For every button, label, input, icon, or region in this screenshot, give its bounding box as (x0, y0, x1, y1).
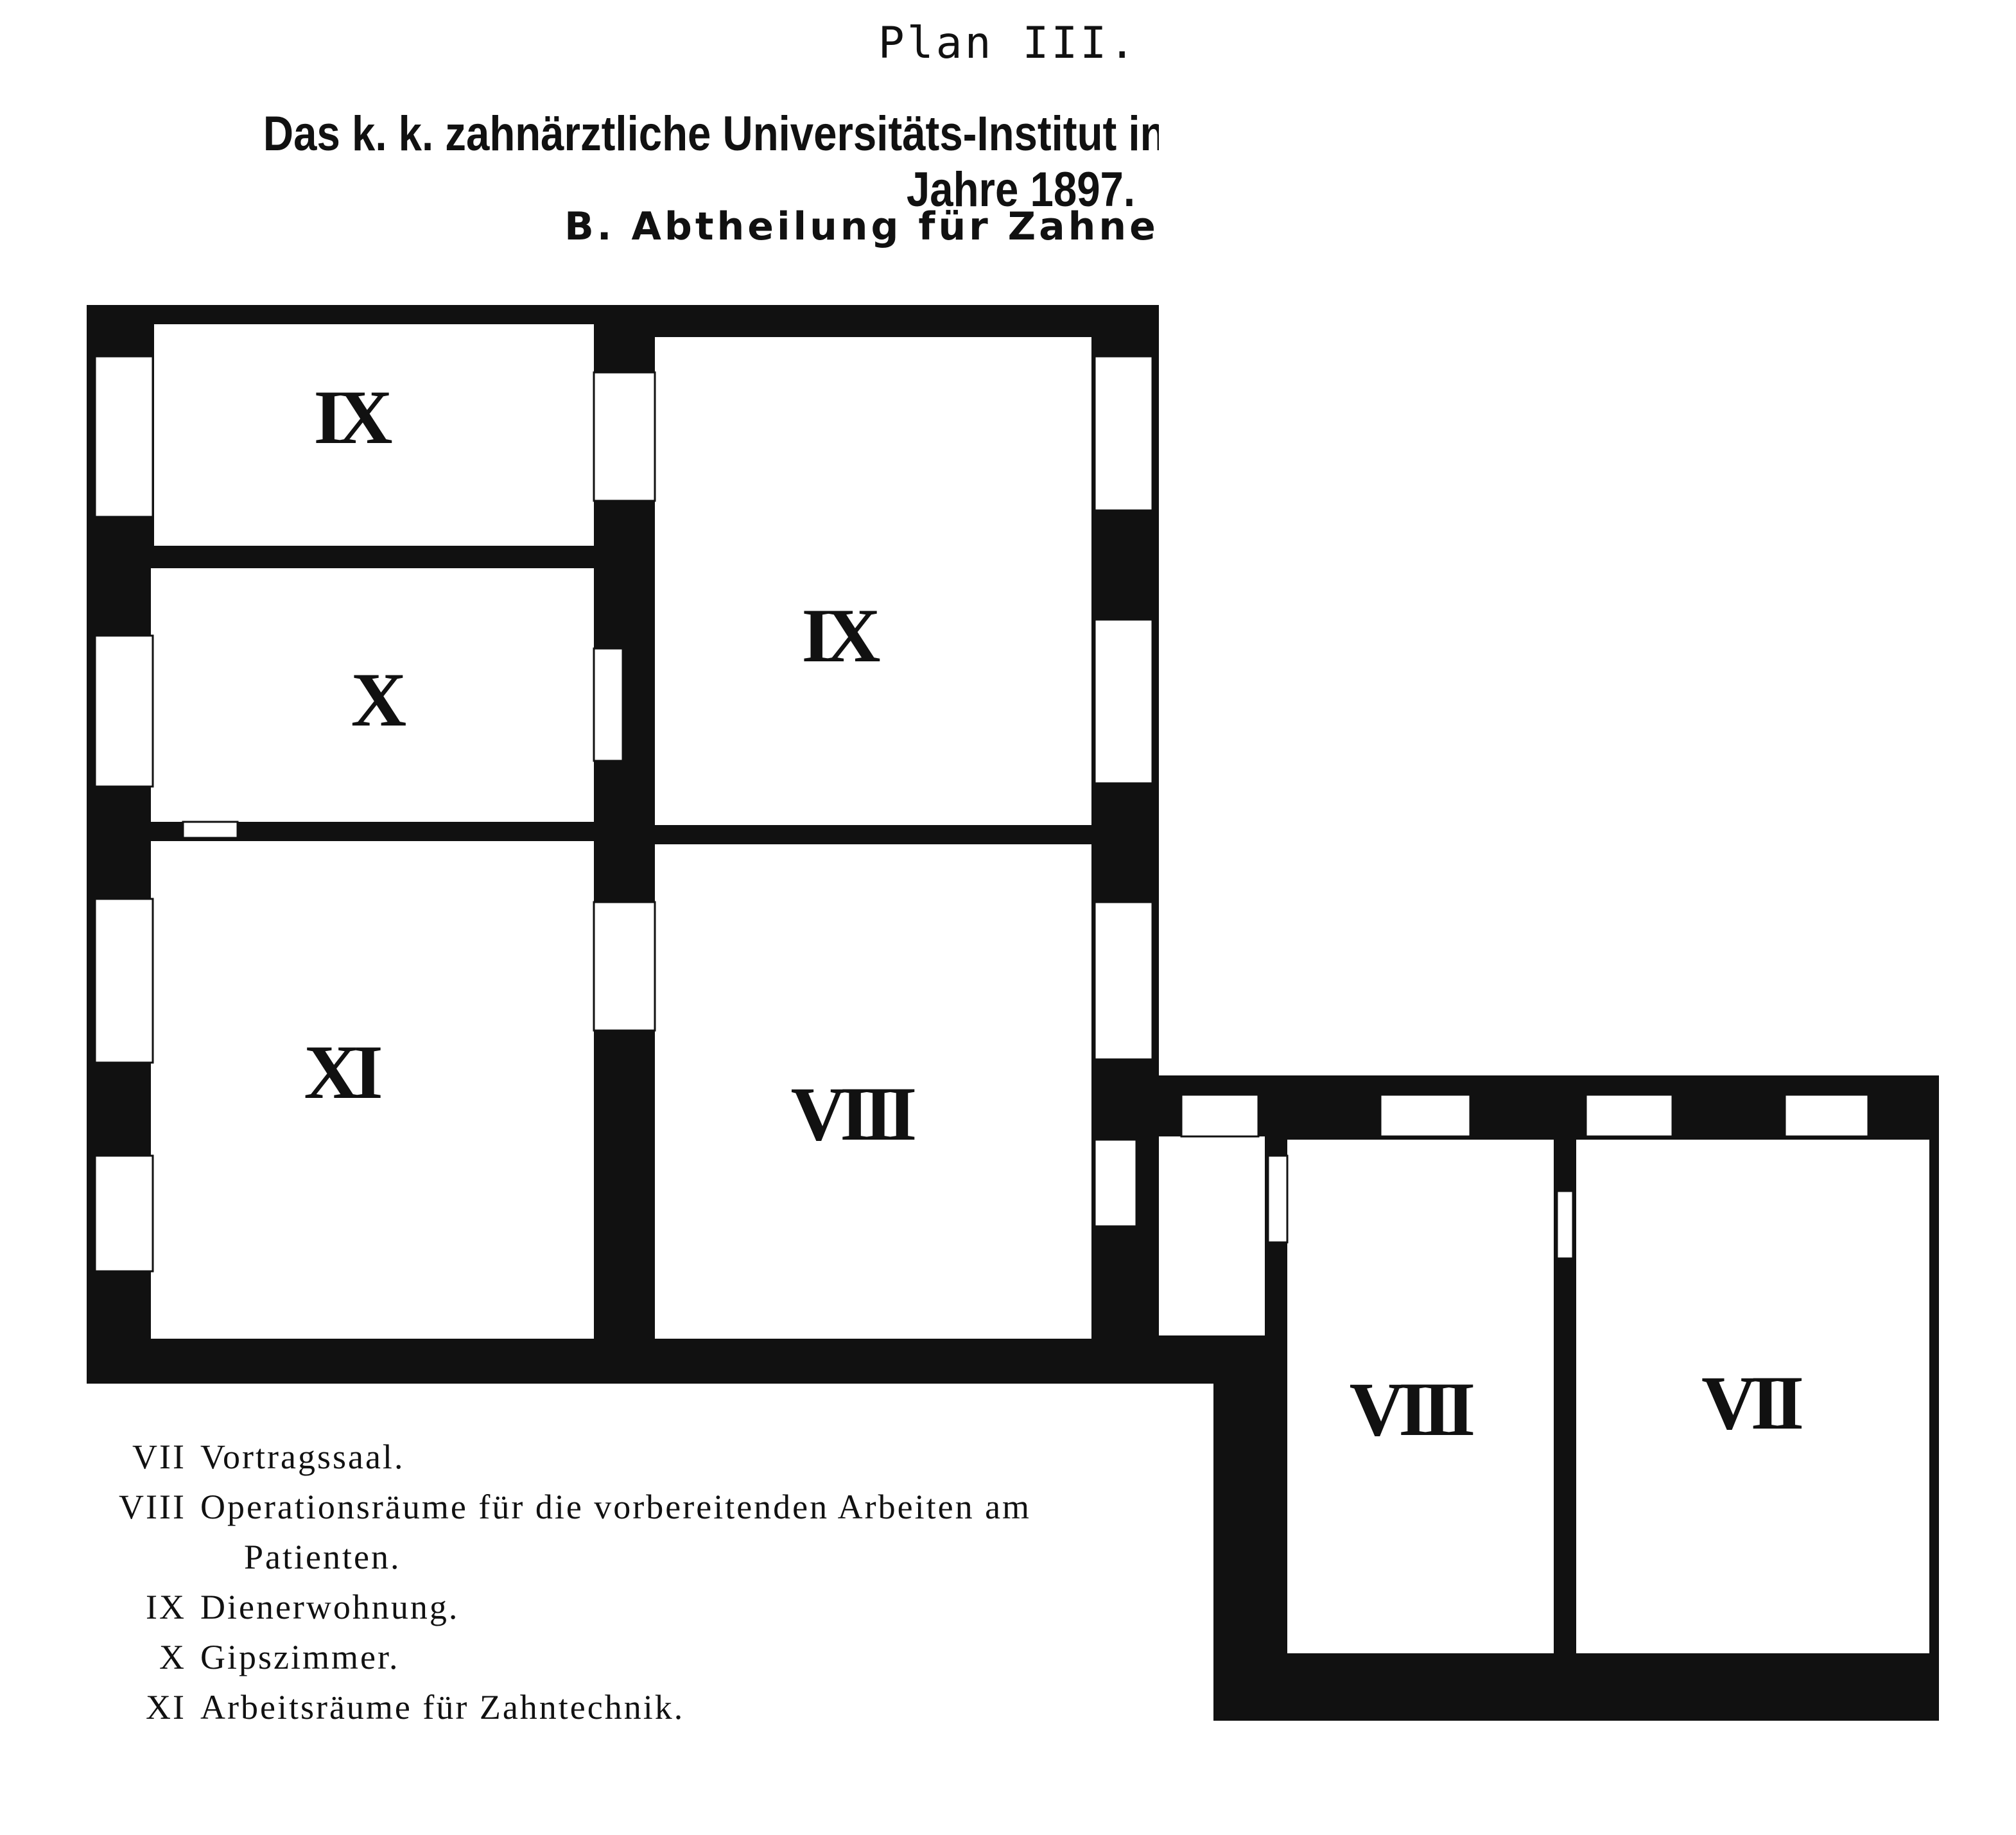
window (94, 634, 154, 788)
room-label-bottom-left: XI (304, 1029, 381, 1115)
legend-key: VII (132, 1438, 186, 1476)
doorway (1267, 1154, 1289, 1244)
window (1093, 355, 1154, 512)
window (1093, 901, 1154, 1061)
legend-key: IX (146, 1588, 186, 1626)
room-label-annex-left: VIII (1350, 1366, 1473, 1452)
room-label-top-center: IX (801, 593, 880, 678)
doorway (593, 901, 656, 1032)
background-cut-right (1159, 0, 2016, 1075)
window (1093, 1138, 1138, 1228)
legend-item-continuation: Patienten. (96, 1532, 1031, 1582)
window (1379, 1093, 1472, 1138)
room-interior-corridor (1159, 1136, 1265, 1335)
plan-label: Plan III. (878, 18, 1138, 69)
legend-item: IX Dienerwohnung. (96, 1582, 1031, 1632)
window (1093, 618, 1154, 785)
doorway (593, 371, 656, 502)
windows (94, 355, 1870, 1273)
window (94, 1154, 154, 1273)
legend-label: Operationsräume für die vorbereitenden A… (200, 1488, 1032, 1526)
room-label-mid-left: X (351, 657, 406, 742)
legend-item: X Gipszimmer. (96, 1632, 1031, 1682)
doorway (593, 647, 624, 762)
room-interior-bottom-center (655, 844, 1091, 1339)
legend-label: Dienerwohnung. (200, 1588, 460, 1626)
room-interior-mid-left (151, 568, 594, 822)
legend-label: Patienten. (244, 1538, 401, 1576)
legend-key: X (159, 1638, 186, 1676)
room-interior-annex-left (1287, 1140, 1554, 1653)
room-interior-top-center (655, 337, 1091, 825)
doorway (1556, 1190, 1574, 1260)
legend-item: VIII Operationsräume für die vorbereitend… (96, 1482, 1031, 1532)
legend: VII Vortragssaal. VIII Operationsräume für… (96, 1432, 1031, 1732)
legend-item: VII Vortragssaal. (96, 1432, 1031, 1482)
room-interior-top-left (154, 324, 594, 546)
window (94, 355, 154, 518)
room-label-annex-right: VII (1701, 1360, 1802, 1445)
room-interior-annex-right (1576, 1140, 1929, 1653)
room-label-bottom-center: VIII (791, 1071, 915, 1156)
legend-key: XI (146, 1688, 186, 1726)
legend-label: Arbeitsräume für Zahntechnik. (200, 1688, 685, 1726)
background-cut (0, 1384, 1213, 1833)
room-label-top-left: IX (313, 374, 392, 460)
window (1784, 1093, 1870, 1138)
room-interior-bottom-left (151, 841, 594, 1339)
window (94, 898, 154, 1064)
window (1585, 1093, 1674, 1138)
legend-item: XI Arbeitsräume für Zahntechnik. (96, 1682, 1031, 1732)
window (1180, 1093, 1260, 1138)
legend-key: VIII (119, 1488, 186, 1526)
legend-label: Gipszimmer. (200, 1638, 400, 1676)
legend-label: Vortragssaal. (200, 1438, 405, 1476)
doorway (182, 821, 239, 839)
room-labels: IX X XI IX VIII VIII VII (304, 374, 1808, 1452)
